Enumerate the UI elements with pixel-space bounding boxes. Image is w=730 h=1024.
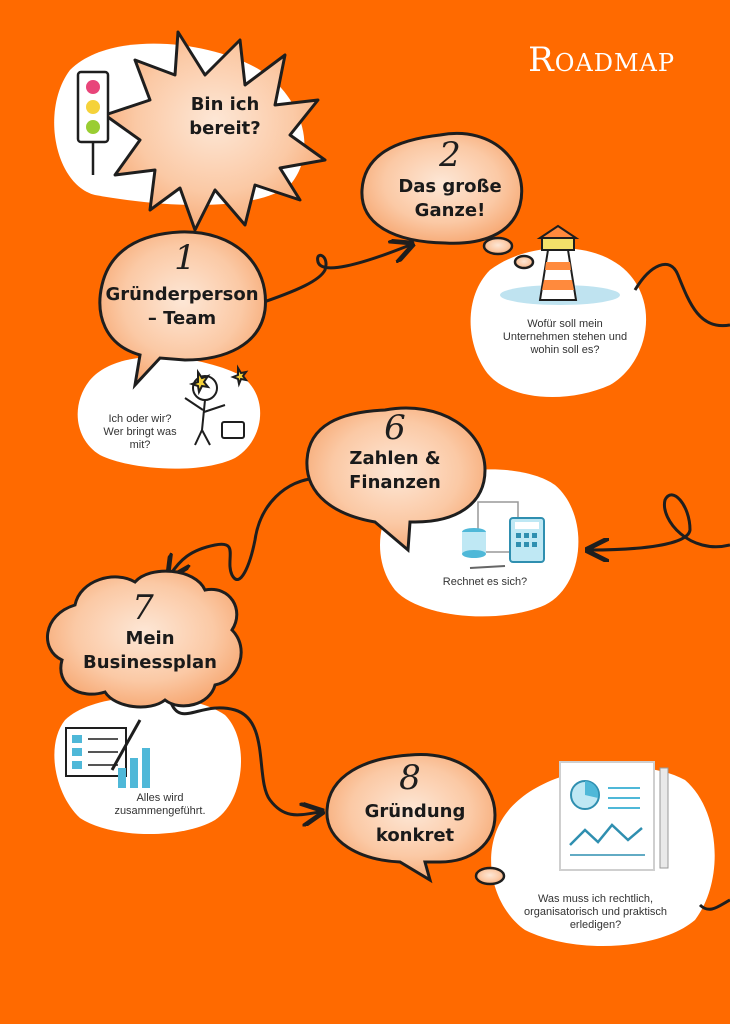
step-2-caption: Wofür soll mein Unternehmen stehen und w… <box>502 318 628 356</box>
calculator-icon <box>462 501 545 569</box>
thought-dot-large <box>482 236 514 256</box>
connector-7-8 <box>168 699 320 815</box>
speech-bubble-1 <box>98 230 267 390</box>
speech-bubble-6 <box>305 406 487 554</box>
connector-8-right <box>698 898 730 911</box>
step-8-number: 8 <box>399 758 421 798</box>
step-7-caption: Alles wird zusammengeführt. <box>114 792 206 817</box>
cloud-bubble-7 <box>46 569 243 709</box>
person-icon <box>184 364 249 446</box>
speech-bubble-8 <box>325 752 497 884</box>
step-2-number: 2 <box>439 135 461 175</box>
thought-dot-8 <box>474 866 506 886</box>
step-6-number: 6 <box>384 408 406 448</box>
document-chart-icon <box>65 719 150 788</box>
thought-dot-small <box>513 254 535 270</box>
connector-6-7 <box>170 476 319 580</box>
step-1-caption: Ich oder wir? Wer bringt was mit? <box>103 413 177 451</box>
step-ready-title: Bin ich bereit? <box>189 94 261 139</box>
step-6-title: Zahlen & Finanzen <box>349 448 441 493</box>
connector-1-2 <box>254 245 410 307</box>
connector-right-6 <box>590 493 730 550</box>
thought-bubble-2 <box>360 132 524 245</box>
clipboard-chart-icon <box>559 761 669 871</box>
blob-step2 <box>470 248 647 397</box>
step-1-number: 1 <box>174 238 196 278</box>
step-1-title: Gründerperson – Team <box>105 284 259 329</box>
step-8-title: Gründung konkret <box>364 801 466 846</box>
roadmap-title: Roadmap <box>528 40 675 80</box>
step-7-number: 7 <box>132 588 154 628</box>
step-2-title: Das große Ganze! <box>398 176 502 221</box>
lighthouse-icon <box>500 224 620 305</box>
step-7-title: Mein Businessplan <box>83 628 217 673</box>
connector-2-right <box>633 262 730 328</box>
step-8-caption: Was muss ich rechtlich, organisatorisch … <box>523 893 668 931</box>
traffic-light-icon <box>76 70 110 175</box>
step-6-caption: Rechnet es sich? <box>442 576 528 588</box>
